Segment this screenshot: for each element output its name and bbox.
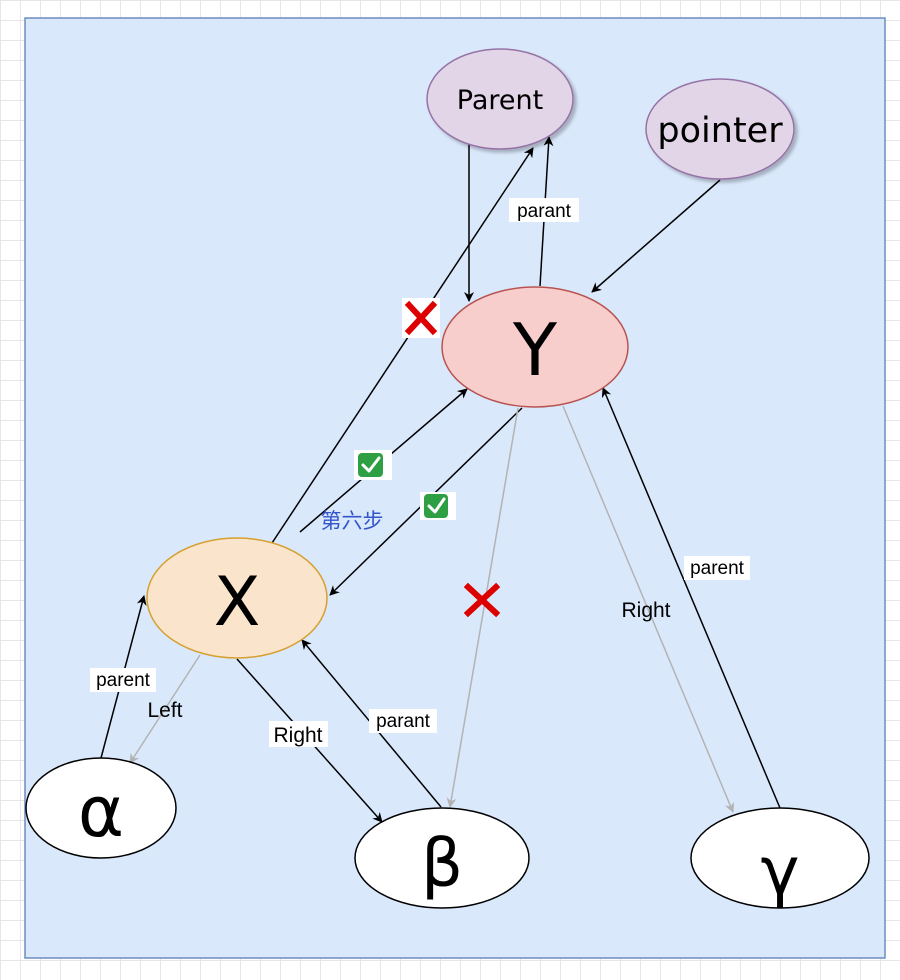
edge-label-parant-y-parent: parant xyxy=(509,198,579,222)
node-pointer-label: pointer xyxy=(657,111,783,151)
edge-label-right-gamma: Right xyxy=(621,599,670,622)
check-icon xyxy=(420,492,456,520)
edge-gamma-to-y xyxy=(601,387,781,809)
node-gamma: γ xyxy=(690,807,870,910)
edge-label-parent-alpha-text: parent xyxy=(96,670,151,691)
edge-label-parant-beta: parant xyxy=(369,709,437,733)
edge-label-parent-gamma: parent xyxy=(684,556,750,580)
edge-label-left-alpha: Left xyxy=(147,699,182,722)
step-label: 第六步 xyxy=(321,509,384,533)
edge-label-right-beta: Right xyxy=(269,721,328,747)
node-gamma-label: γ xyxy=(760,833,799,910)
cross-icon xyxy=(402,298,440,338)
node-x: X xyxy=(146,537,328,659)
edge-x-to-alpha xyxy=(129,654,201,764)
edge-label-parant-y-parent-text: parant xyxy=(517,201,572,222)
edge-label-parant-beta-text: parant xyxy=(376,711,431,732)
node-x-label: X xyxy=(214,563,261,642)
edge-x-to-parent xyxy=(271,147,534,544)
edge-pointer-to-y xyxy=(591,179,721,293)
edge-label-parent-alpha: parent xyxy=(90,668,156,692)
node-y-label: Y xyxy=(512,308,558,392)
edge-label-right-beta-text: Right xyxy=(273,724,322,747)
node-alpha: α xyxy=(25,757,177,859)
node-alpha-label: α xyxy=(78,771,124,853)
cross-icon xyxy=(463,582,501,618)
edge-y-to-gamma xyxy=(562,405,735,813)
node-parent: Parent xyxy=(426,48,574,150)
node-parent-label: Parent xyxy=(457,85,543,116)
node-y: Y xyxy=(441,286,629,408)
edge-y-to-beta xyxy=(446,407,519,808)
node-beta-label: β xyxy=(421,825,463,902)
check-icon xyxy=(354,450,392,480)
node-beta: β xyxy=(354,807,530,909)
node-pointer: pointer xyxy=(645,78,795,180)
edge-label-parent-gamma-text: parent xyxy=(690,558,745,579)
